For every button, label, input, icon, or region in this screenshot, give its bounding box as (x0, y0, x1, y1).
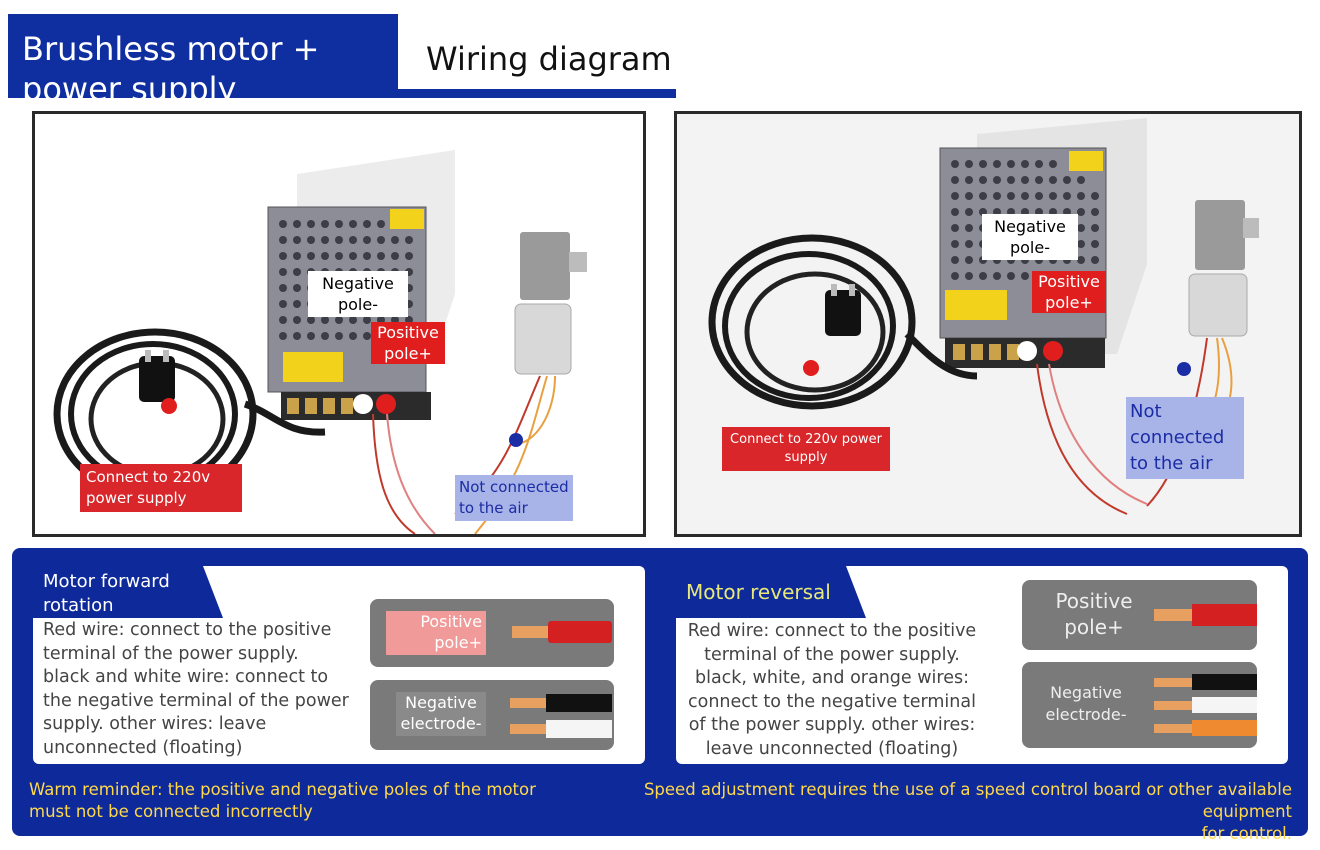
reversal-desc-line: Red wire: connect to the positive (687, 621, 977, 641)
reversal-positive-text-1: Positive (1055, 589, 1133, 613)
forward-negative-text-1: Negative (405, 693, 477, 712)
copper-strand (512, 626, 550, 638)
negative-pole-text-1: Negative (322, 274, 394, 293)
copper-strand (510, 698, 548, 708)
black-wire-icon (546, 694, 612, 712)
reversal-positive-text-2: pole+ (1064, 615, 1124, 639)
power-label-text-2: supply (784, 450, 828, 465)
power-supply-label: Connect to 220v power supply (80, 464, 242, 512)
reversal-positive-wire-card: Positive pole+ (1022, 580, 1257, 650)
not-connected-label: Not connected to the air (455, 475, 573, 521)
forward-negative-label: Negative electrode- (396, 692, 486, 736)
not-connected-text-1: Not connected (1130, 401, 1225, 448)
reversal-negative-text-2: electrode- (1045, 705, 1127, 724)
forward-tab-line-2: rotation (43, 595, 114, 616)
not-connected-text-2: to the air (1130, 453, 1213, 474)
copper-strand (510, 724, 548, 734)
warning-line-1: Warm reminder: the positive and negative… (29, 780, 536, 799)
white-wire-icon (546, 720, 612, 738)
reversal-card: Motor reversal Red wire: connect to the … (676, 566, 1288, 764)
power-label-text-1: Connect to 220v (86, 468, 211, 486)
power-supply-label: Connect to 220v power supply (722, 427, 890, 471)
title-line-2: power supply (22, 70, 237, 108)
reversal-negative-label: Negative electrode- (1036, 682, 1136, 726)
forward-positive-text-2: pole+ (434, 633, 482, 652)
warning-line-2: must not be connected incorrectly (29, 802, 313, 821)
white-wire-icon (1192, 697, 1257, 713)
black-wire-icon (1192, 674, 1257, 690)
power-label-text-1: Connect to 220v power (730, 432, 882, 447)
title-line-1: Brushless motor + (22, 30, 320, 68)
negative-pole-text-2: pole- (1009, 238, 1050, 257)
warning-note: Warm reminder: the positive and negative… (29, 779, 549, 823)
forward-rotation-card: Motor forward rotation Red wire: connect… (33, 566, 645, 764)
not-connected-text-2: to the air (459, 499, 528, 517)
reversal-desc-line: connect to the negative terminal (688, 691, 976, 712)
reversal-desc-line: leave unconnected (floating) (705, 738, 959, 759)
forward-desc-line: black and white wire: connect to (43, 667, 329, 687)
forward-positive-wire-card: Positive pole+ (370, 599, 614, 667)
forward-wiring-photo: Negative pole- Positive pole+ Connect to… (32, 111, 646, 537)
positive-pole-text-2: pole+ (384, 344, 432, 363)
forward-positive-label: Positive pole+ (386, 611, 486, 655)
forward-desc-line: unconnected (floating) (43, 737, 243, 758)
positive-pole-text-1: Positive (1038, 272, 1100, 291)
forward-negative-wire-card: Negative electrode- (370, 680, 614, 750)
reversal-wiring-photo: Negative pole- Positive pole+ Connect to… (674, 111, 1302, 537)
copper-strand (1154, 724, 1194, 733)
forward-tab-line-1: Motor forward (43, 571, 170, 592)
red-wire-icon (548, 621, 612, 643)
forward-negative-text-2: electrode- (400, 714, 482, 733)
page-subtitle: Wiring diagram (426, 40, 672, 78)
copper-strand (1154, 701, 1194, 710)
forward-desc-line: Red wire: connect to the positive (43, 620, 332, 640)
copper-strand (1154, 609, 1194, 621)
speed-adjustment-note: Speed adjustment requires the use of a s… (560, 779, 1292, 845)
not-connected-text-1: Not connected (459, 478, 569, 496)
positive-pole-text-2: pole+ (1045, 293, 1093, 312)
not-connected-label: Not connected to the air (1126, 397, 1244, 479)
reversal-negative-text-1: Negative (1050, 683, 1122, 702)
reversal-negative-wire-card: Negative electrode- (1022, 662, 1257, 748)
forward-desc-line: supply. other wires: leave (43, 714, 267, 734)
reversal-desc-line: of the power supply. other wires: (688, 715, 976, 735)
positive-pole-text-1: Positive (377, 323, 439, 342)
negative-pole-label: Negative pole- (982, 214, 1078, 260)
positive-pole-label: Positive pole+ (371, 322, 445, 364)
forward-rotation-tab: Motor forward rotation (33, 566, 223, 618)
speed-line-2: for control. (1201, 824, 1292, 843)
forward-positive-text-1: Positive (420, 612, 482, 631)
reversal-description: Red wire: connect to the positive termin… (682, 620, 982, 761)
reversal-tab: Motor reversal (676, 566, 866, 618)
copper-strand (1154, 678, 1194, 687)
red-wire-icon (1192, 604, 1257, 626)
forward-desc-line: terminal of the power supply. (43, 643, 299, 664)
orange-wire-icon (1192, 720, 1257, 736)
power-label-text-2: power supply (86, 489, 187, 507)
reversal-desc-line: black, white, and orange wires: (694, 668, 969, 688)
title-banner: Brushless motor + power supply (8, 14, 398, 108)
negative-pole-text-1: Negative (994, 217, 1066, 236)
title-underline (396, 89, 676, 98)
reversal-positive-label: Positive pole+ (1044, 588, 1144, 640)
forward-description: Red wire: connect to the positive termin… (43, 619, 363, 760)
negative-pole-label: Negative pole- (308, 271, 408, 317)
positive-pole-label: Positive pole+ (1032, 271, 1106, 313)
forward-desc-line: the negative terminal of the power (43, 690, 349, 711)
speed-line-1: Speed adjustment requires the use of a s… (643, 780, 1292, 821)
negative-pole-text-2: pole- (337, 295, 378, 314)
reversal-desc-line: terminal of the power supply. (704, 644, 960, 665)
